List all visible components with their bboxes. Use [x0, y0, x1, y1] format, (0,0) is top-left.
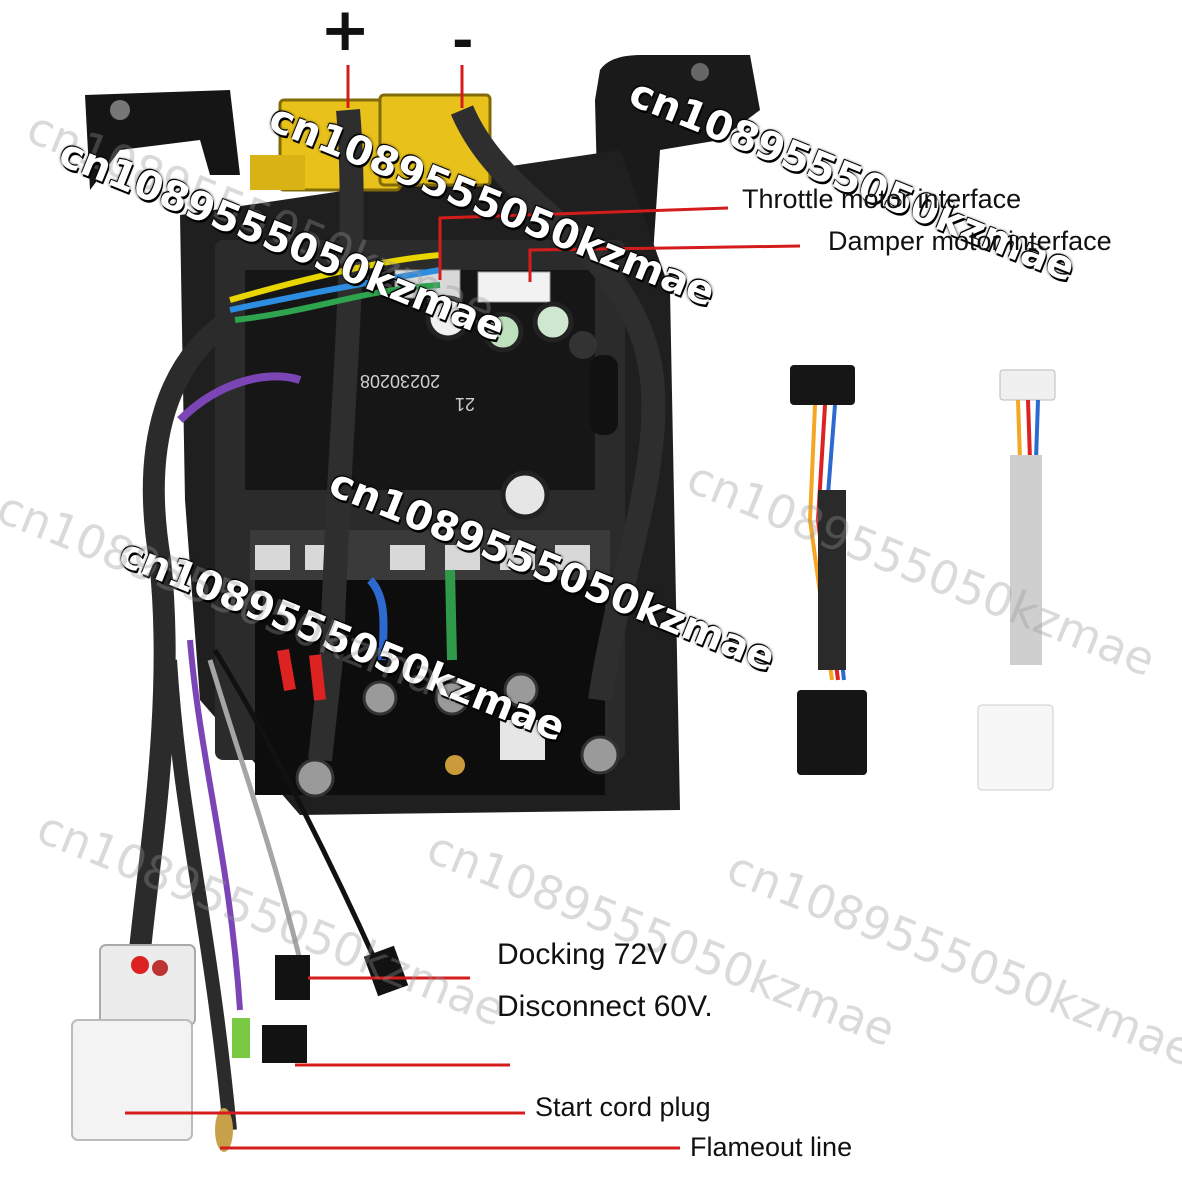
disconnect-60v-label: Disconnect 60V.: [497, 990, 713, 1023]
capacitor: [425, 295, 471, 341]
main-harness: [129, 310, 237, 952]
start-cord-plug-label: Start cord plug: [535, 1092, 711, 1122]
damper-socket: [477, 271, 551, 303]
docking-72v-label: Docking 72V: [497, 938, 668, 971]
green-tube: [232, 1018, 250, 1058]
disconnect-plug: [363, 945, 409, 997]
throttle-leader: [438, 206, 729, 280]
flameout-line-label: Flameout line: [690, 1132, 853, 1162]
spare-harness-black: [790, 365, 867, 775]
terminal-screws: [295, 672, 620, 798]
board-date-code: 20230208: [360, 371, 441, 391]
capacitor: [482, 311, 524, 353]
positive-cable: [308, 108, 364, 762]
board-rev: 21: [455, 394, 476, 414]
damper-motor-interface-label: Damper motor interface: [828, 226, 1112, 256]
damper-leader: [528, 244, 801, 282]
negative-cable: [450, 105, 666, 702]
flameout-terminal: [215, 1108, 233, 1152]
capacitor: [532, 301, 574, 343]
negative-symbol: -: [452, 11, 474, 71]
capacitor: [500, 470, 550, 520]
start-plug: [262, 1025, 307, 1063]
start-cord-plug-connector: [71, 944, 196, 1141]
throttle-motor-interface-label: Throttle motor interface: [742, 184, 1022, 214]
spare-harness-white: [977, 369, 1056, 791]
docking-plug: [275, 955, 310, 1000]
positive-symbol: +: [320, 0, 371, 65]
leader-lines: [125, 65, 801, 1150]
